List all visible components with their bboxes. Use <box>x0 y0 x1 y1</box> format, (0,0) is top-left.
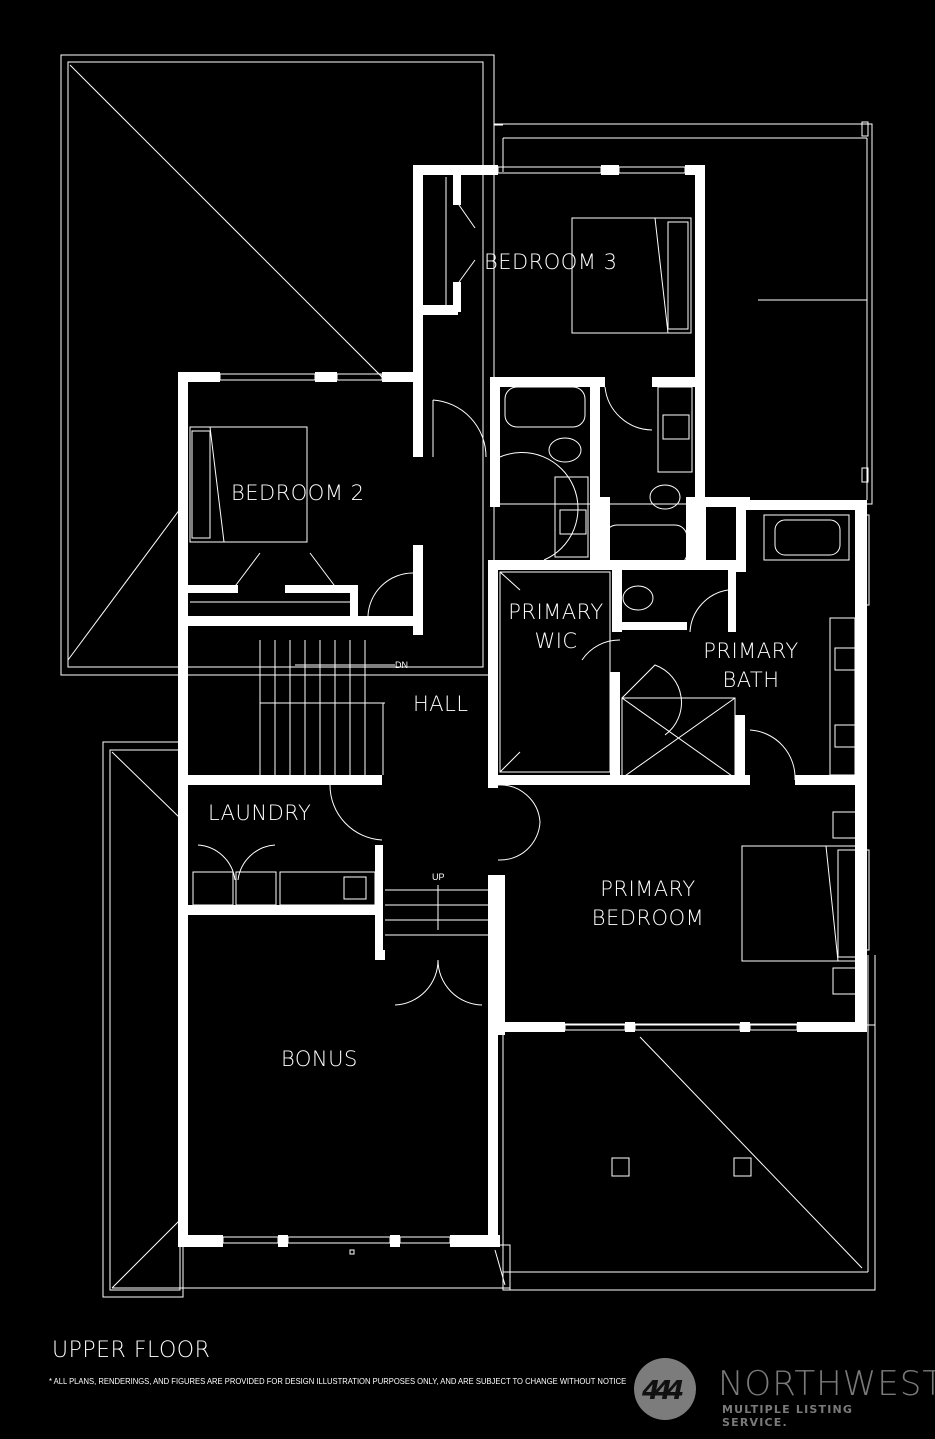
room-label-line: WIC <box>534 629 578 653</box>
room-label-line: PRIMARY <box>600 877 696 901</box>
room-label-primary-wic: PRIMARY WIC <box>502 598 610 656</box>
room-label-line: BEDROOM <box>591 906 705 930</box>
room-label-bedroom-2: BEDROOM 2 <box>231 481 365 505</box>
fixtures <box>189 177 861 995</box>
room-label-line: BATH <box>722 668 780 692</box>
walls <box>178 165 867 1247</box>
roof-outlines <box>60 54 876 1298</box>
stair-treads <box>274 640 395 775</box>
logo-glyph-icon: 444 <box>642 1376 684 1406</box>
logo-circle-icon <box>634 1358 696 1420</box>
disclaimer-text: * ALL PLANS, RENDERINGS, AND FIGURES ARE… <box>49 1376 627 1386</box>
windows <box>179 166 870 1244</box>
door-swings <box>197 204 796 1006</box>
floor-title: UPPER FLOOR <box>52 1338 211 1363</box>
room-label-primary-bedroom: PRIMARY BEDROOM <box>578 875 718 933</box>
room-label-hall: HALL <box>413 692 469 716</box>
stairs-up-label: UP <box>432 872 445 882</box>
nwmls-logo: 444 NORTHWEST MULTIPLE LISTING SERVICE. <box>630 1356 935 1429</box>
room-label-bonus: BONUS <box>281 1047 358 1071</box>
room-label-primary-bath: PRIMARY BATH <box>695 637 807 695</box>
stairs-down-label: DN <box>395 660 408 670</box>
room-label-line: PRIMARY <box>703 639 799 663</box>
room-label-line: PRIMARY <box>508 600 604 624</box>
logo-subtitle: MULTIPLE LISTING SERVICE. <box>722 1403 854 1429</box>
room-label-bedroom-3: BEDROOM 3 <box>484 250 618 274</box>
logo-wordmark: NORTHWEST <box>718 1364 935 1404</box>
room-label-laundry: LAUNDRY <box>208 801 312 825</box>
